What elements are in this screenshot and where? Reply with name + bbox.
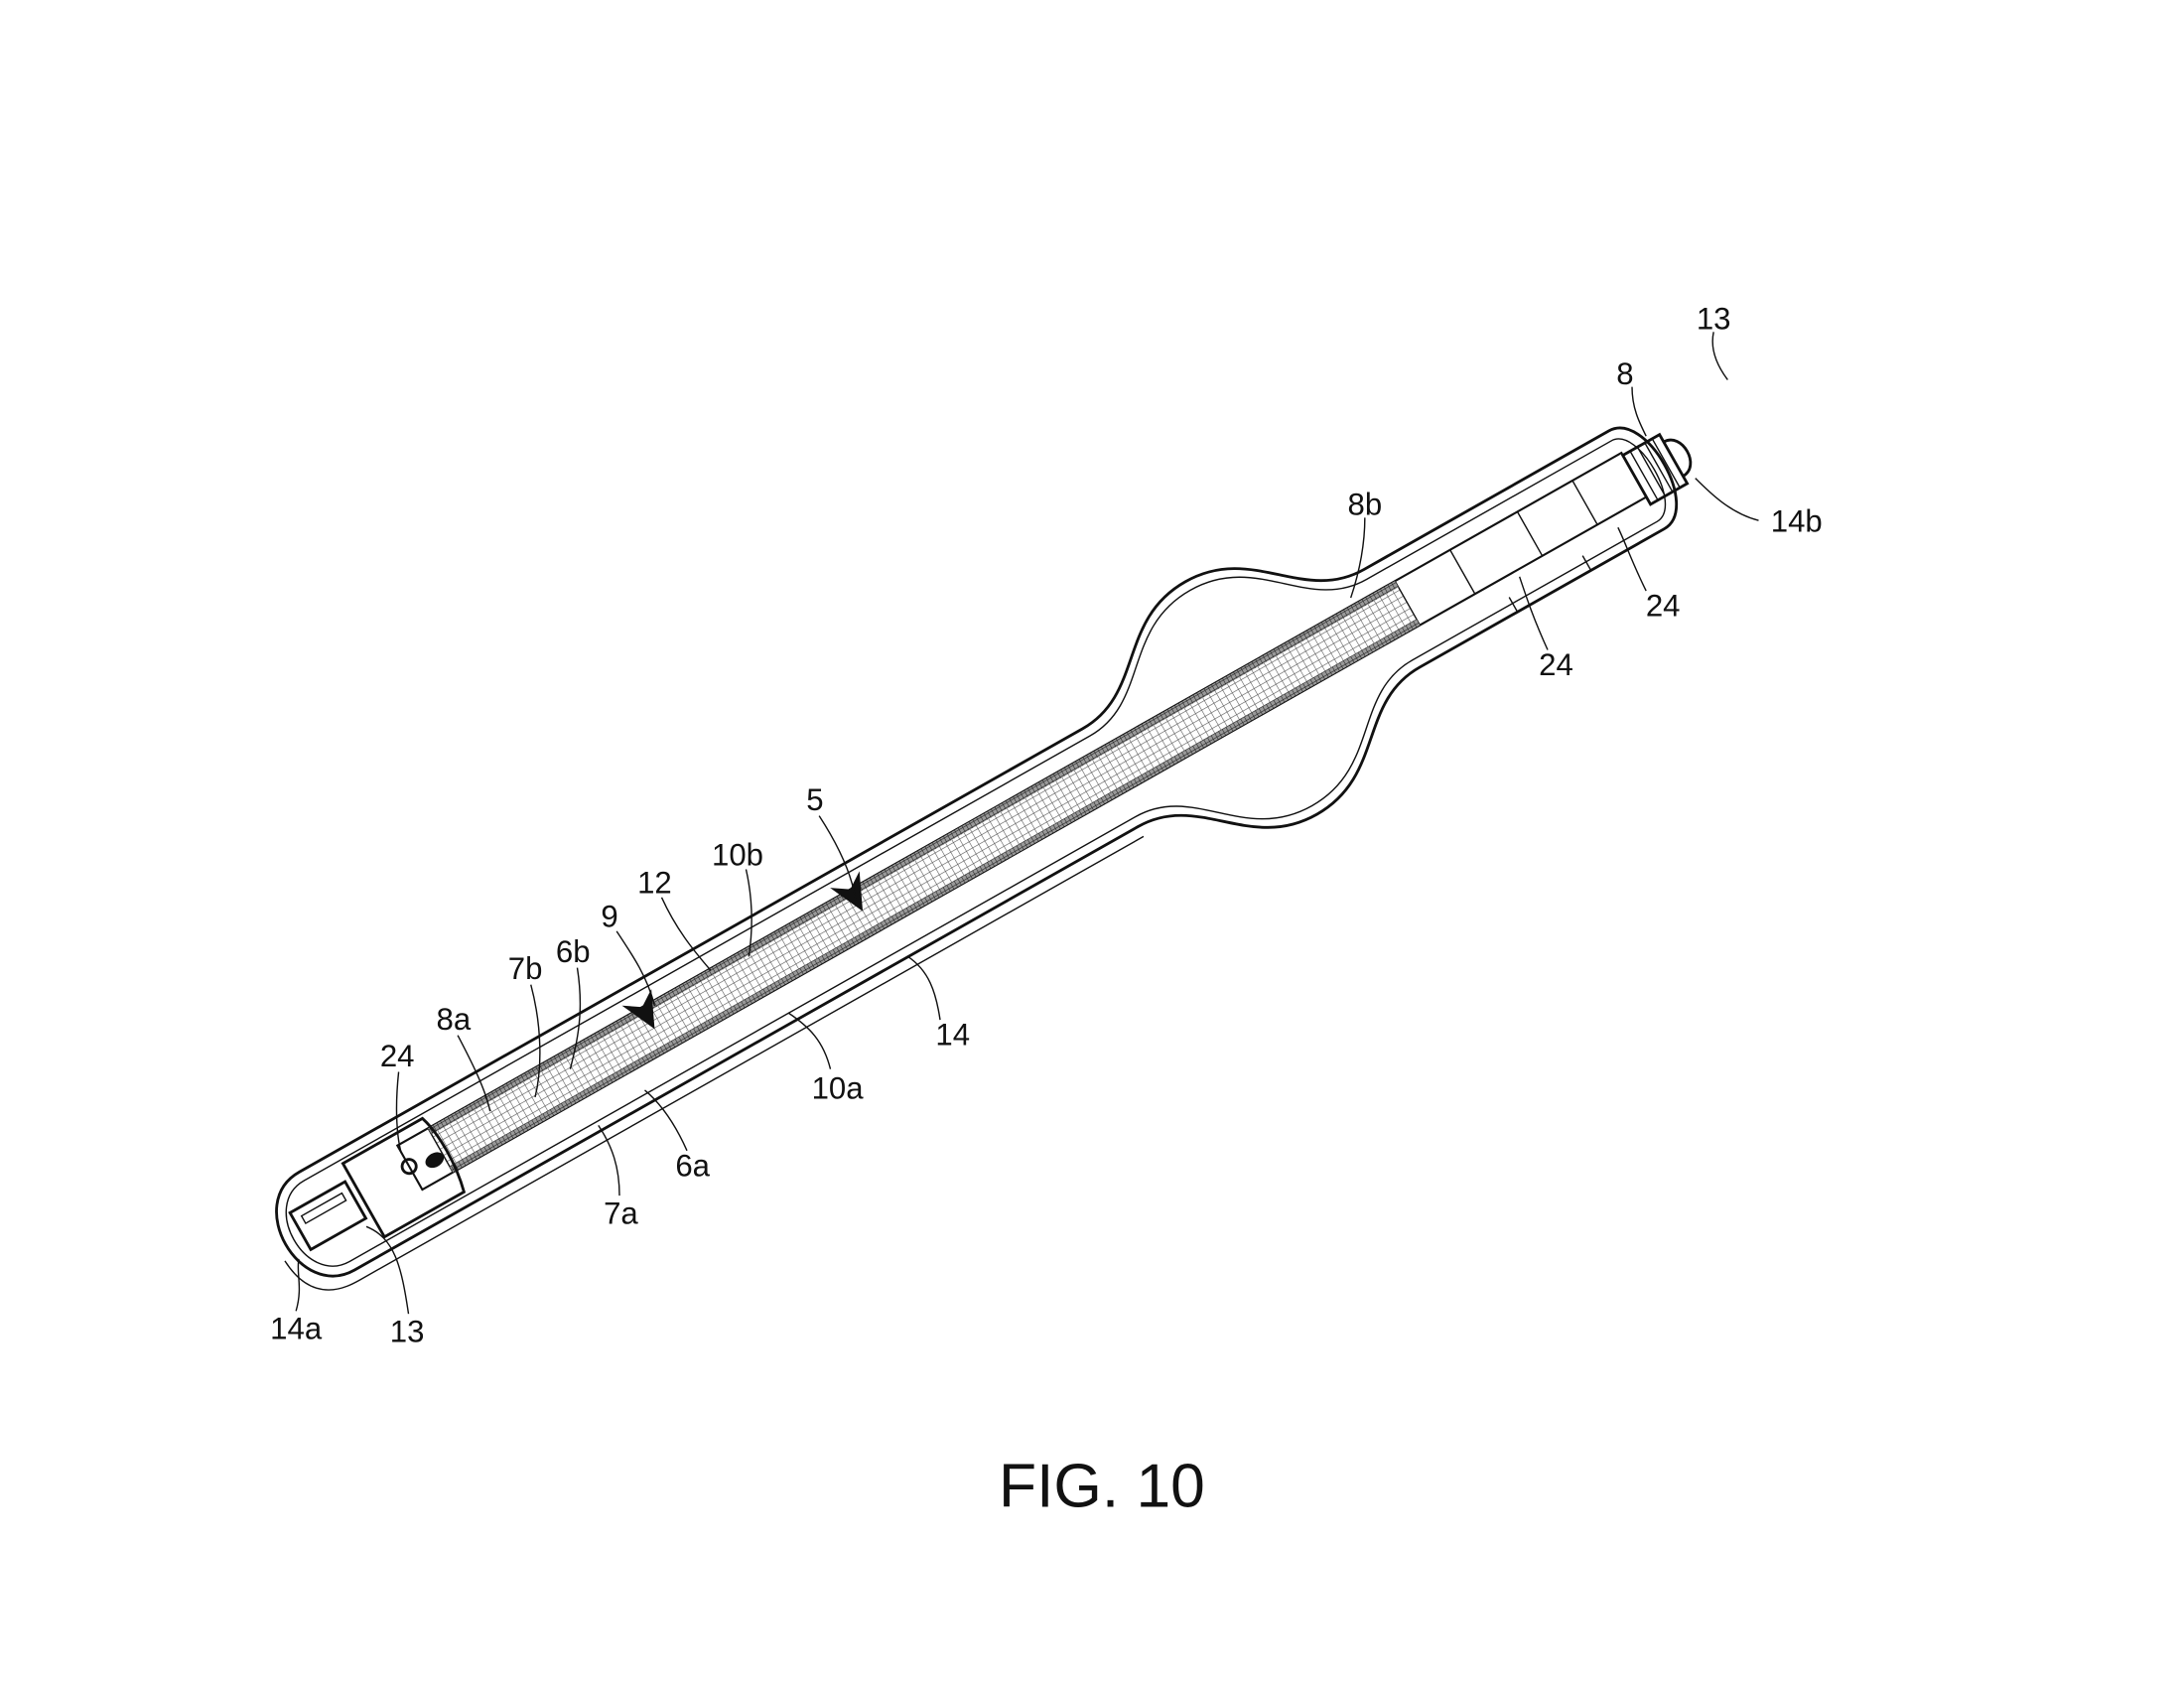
label-7b: 7b <box>508 951 543 986</box>
label-12: 12 <box>637 866 672 901</box>
label-8: 8 <box>1616 356 1633 391</box>
label-6b: 6b <box>556 934 591 969</box>
dot-marker <box>425 1152 445 1169</box>
arrow-5-icon <box>830 871 864 912</box>
label-24-right-2: 24 <box>1539 647 1573 682</box>
strap-edge-thickness <box>284 835 1145 1291</box>
strap-drawing <box>275 426 1693 1291</box>
label-10a: 10a <box>812 1070 865 1105</box>
label-8b: 8b <box>1348 488 1383 522</box>
strap-inner-outline <box>285 438 1667 1267</box>
segment-marks-24 <box>1449 480 1598 613</box>
label-13-top: 13 <box>1697 302 1731 337</box>
label-5: 5 <box>806 782 823 817</box>
label-13-bottom: 13 <box>390 1315 425 1349</box>
label-7a: 7a <box>604 1196 638 1231</box>
label-10b: 10b <box>712 837 763 872</box>
label-24-right-1: 24 <box>1646 589 1681 624</box>
mesh-pad-12 <box>427 580 1422 1174</box>
strap-outline <box>275 426 1678 1278</box>
figure-caption: FIG. 10 <box>999 1452 1205 1520</box>
label-14: 14 <box>935 1018 970 1053</box>
label-14b: 14b <box>1771 504 1823 539</box>
label-8a: 8a <box>437 1002 472 1037</box>
buckle-13-right <box>1620 432 1693 506</box>
buckle-13-left <box>288 1116 467 1252</box>
rivet-icon <box>400 1158 418 1176</box>
edge-10b <box>428 581 1399 1135</box>
label-6a: 6a <box>675 1148 710 1183</box>
leader-lines <box>295 332 1759 1315</box>
label-9: 9 <box>601 900 617 934</box>
arrow-9-icon <box>621 988 655 1030</box>
label-24-left: 24 <box>380 1039 415 1073</box>
label-14a: 14a <box>270 1312 323 1346</box>
edge-10a <box>449 619 1421 1173</box>
